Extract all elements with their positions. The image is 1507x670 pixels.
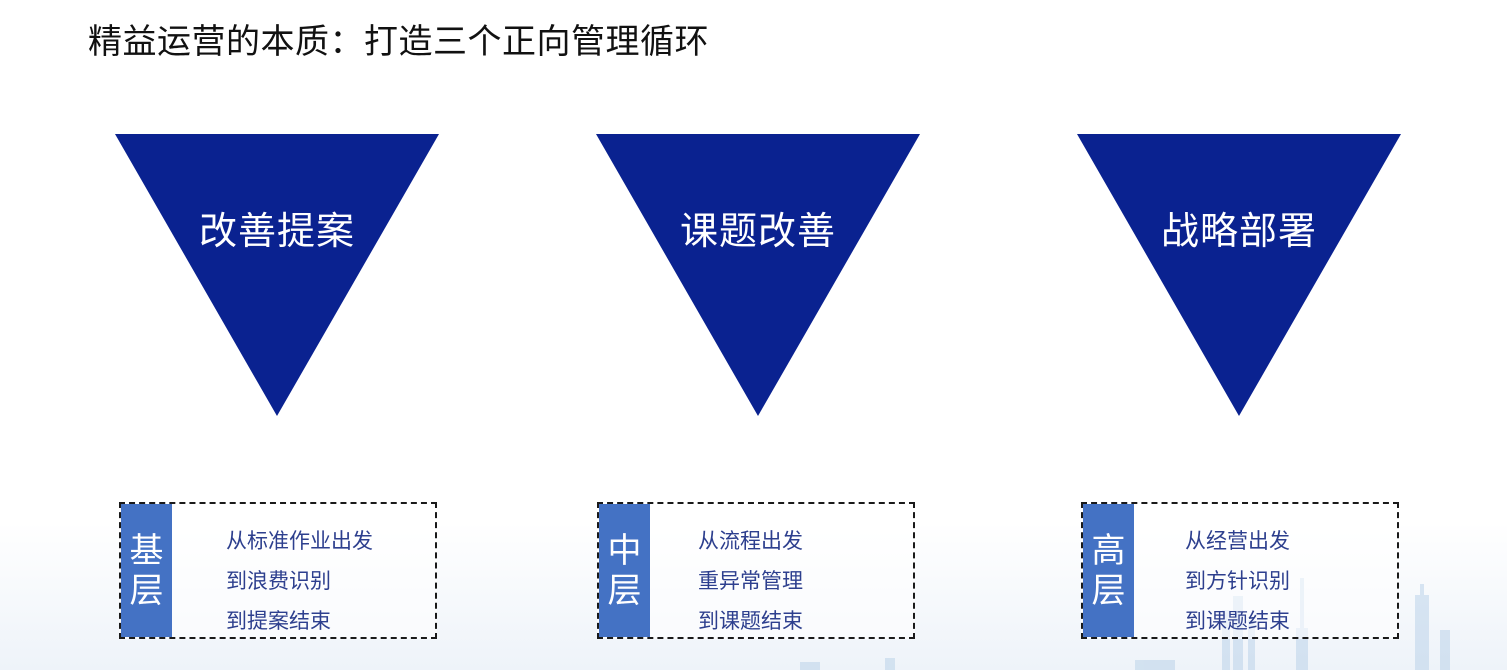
layer-description: 从标准作业出发 到浪费识别 到提案结束 [226,521,373,641]
triangle-shape [115,134,439,416]
page-title: 精益运营的本质：打造三个正向管理循环 [88,22,709,62]
description-line: 从经营出发 [1185,529,1290,553]
description-line: 到方针识别 [1185,569,1290,593]
description-line: 从流程出发 [698,529,803,553]
layer-tag-char: 层 [129,570,164,611]
layer-description: 从流程出发 重异常管理 到课题结束 [698,521,803,641]
triangle-improvement-proposal: 改善提案 [115,134,439,416]
layer-tag-char: 层 [1091,570,1126,611]
triangle-shape [1077,134,1401,416]
triangle-shape [596,134,920,416]
layer-tag-char: 高 [1091,530,1126,571]
triangle-strategy-deployment: 战略部署 [1077,134,1401,416]
layer-description: 从经营出发 到方针识别 到课题结束 [1185,521,1290,641]
layer-box-base: 基 层 从标准作业出发 到浪费识别 到提案结束 [119,502,437,639]
triangle-topic-improvement: 课题改善 [596,134,920,416]
layer-tag-senior: 高 层 [1083,504,1134,637]
description-line: 到课题结束 [1185,609,1290,633]
layer-tag-char: 中 [607,530,642,571]
description-line: 到课题结束 [698,609,803,633]
description-line: 到提案结束 [226,609,331,633]
triangle-label: 战略部署 [1160,209,1317,253]
layer-box-senior: 高 层 从经营出发 到方针识别 到课题结束 [1081,502,1399,639]
description-line: 重异常管理 [698,569,803,593]
layer-tag-base: 基 层 [121,504,172,637]
layer-tag-char: 基 [129,530,164,571]
description-line: 从标准作业出发 [226,529,373,553]
layer-tag-middle: 中 层 [599,504,650,637]
triangle-label: 改善提案 [198,209,355,253]
layer-tag-char: 层 [607,570,642,611]
description-line: 到浪费识别 [226,569,331,593]
triangle-label: 课题改善 [679,209,836,253]
layer-box-middle: 中 层 从流程出发 重异常管理 到课题结束 [597,502,915,639]
